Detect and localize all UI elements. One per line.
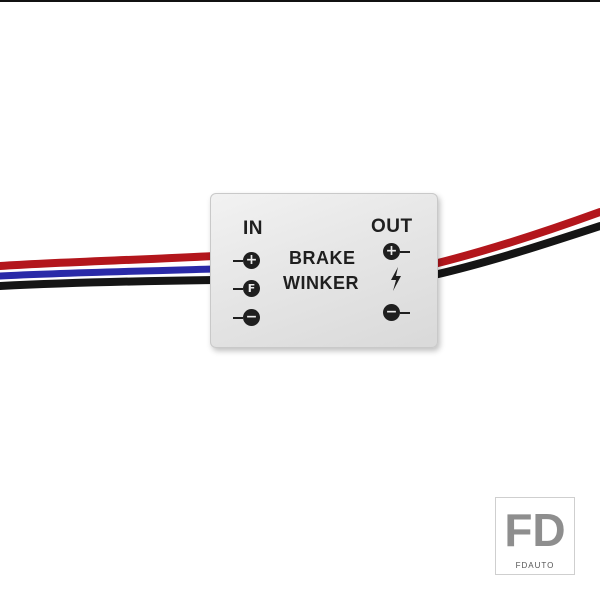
in-plus-terminal: + (233, 252, 260, 269)
logo-subtitle: FDAUTO (515, 561, 555, 570)
in-plus-lead (233, 259, 243, 262)
left-black-wire (0, 276, 218, 290)
fdauto-logo: FD FDAUTO (495, 497, 575, 575)
top-border (0, 0, 600, 2)
logo-mark: FD (504, 504, 566, 556)
minus-terminal-icon: − (243, 309, 260, 326)
brake-label: BRAKE (289, 248, 356, 268)
left-wire-bundle (0, 252, 218, 290)
out-label: OUT (371, 216, 413, 237)
in-f-lead (233, 287, 243, 290)
left-red-wire (0, 252, 218, 270)
in-minus-lead (233, 316, 243, 319)
in-f-terminal: F (233, 280, 260, 297)
out-plus-terminal: + (383, 243, 410, 260)
out-minus-terminal: − (383, 304, 410, 321)
in-minus-terminal: − (233, 309, 260, 326)
right-wire-bundle (430, 208, 600, 279)
plus-terminal-icon: + (243, 252, 260, 269)
in-label: IN (243, 218, 263, 239)
lightning-bolt-icon (391, 267, 401, 291)
left-blue-wire (0, 265, 218, 280)
plus-terminal-icon: + (383, 243, 400, 260)
right-red-wire (430, 208, 600, 268)
right-black-wire (430, 222, 600, 279)
out-minus-lead (400, 311, 410, 314)
minus-terminal-icon: − (383, 304, 400, 321)
f-terminal-icon: F (243, 280, 260, 297)
out-plus-lead (400, 250, 410, 253)
winker-label: WINKER (283, 273, 359, 293)
